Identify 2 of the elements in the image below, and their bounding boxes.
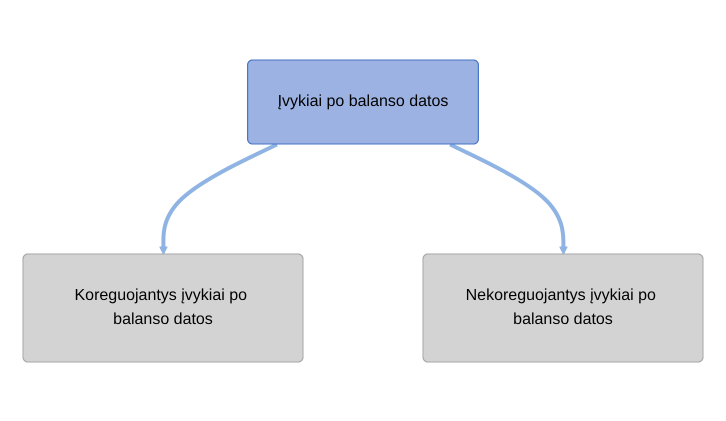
arrow bbox=[159, 142, 278, 254]
arrow bbox=[449, 142, 568, 254]
